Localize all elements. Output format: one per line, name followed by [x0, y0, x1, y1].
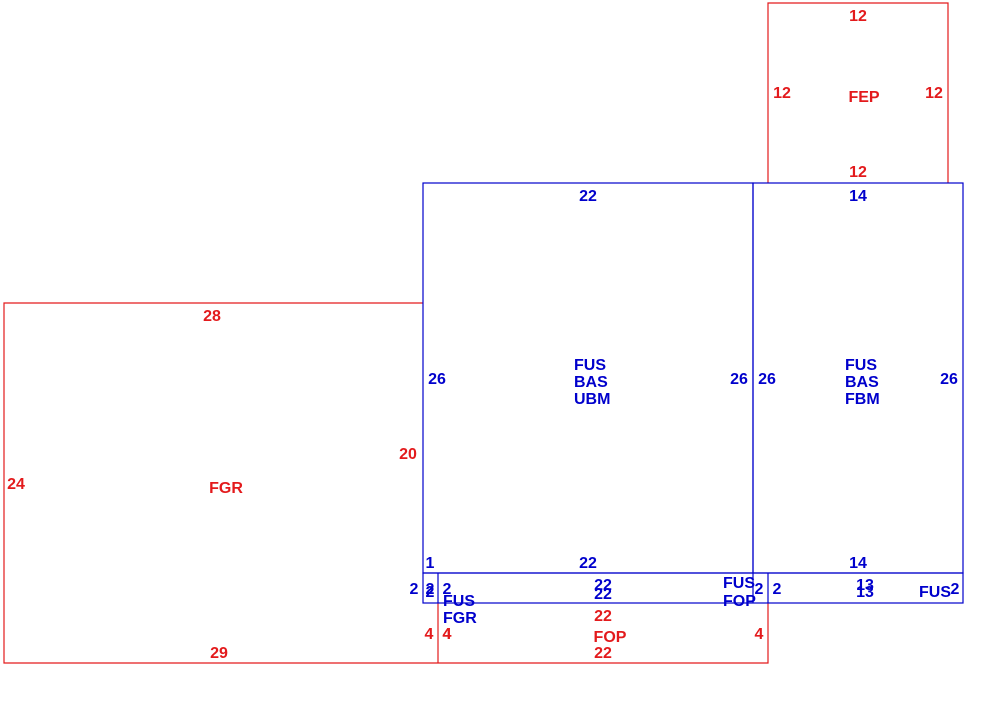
strip-left-dim-inner-b: 2	[443, 581, 452, 598]
strip-right-dim-top: 13	[856, 577, 874, 594]
fgr-small-dim-tiny: 2	[426, 584, 435, 601]
main-left-dim-corner: 1	[426, 555, 435, 572]
fgr-dim-top: 28	[203, 308, 221, 325]
fgr-small-code-1: FUS	[443, 593, 475, 610]
strip-left-code-1: FUS	[723, 575, 755, 592]
strip-right-dim-bottom: 13	[856, 584, 874, 601]
fop-code: FOP	[594, 629, 627, 646]
fep-code: FEP	[848, 89, 879, 106]
main-left-dim-bottom: 22	[579, 555, 597, 572]
area-fep	[767, 2, 949, 183]
strip-left-dim-bottom: 22	[594, 586, 612, 603]
main-right-code-3: FBM	[845, 391, 880, 408]
strip-left-dim-inner-a: 2	[426, 581, 435, 598]
fop-dim-bottom: 22	[594, 645, 612, 662]
main-left-code-1: FUS	[574, 357, 606, 374]
fep-outline	[767, 2, 949, 183]
strip-left-code-2: FOP	[723, 593, 756, 610]
fgr-outline	[3, 302, 769, 664]
strip-left-dim-end: 2	[755, 581, 764, 598]
fgr-dim-bottom: 29	[210, 645, 228, 662]
fop-dim-right: 4	[755, 626, 764, 643]
main-right-dim-bottom: 14	[849, 555, 867, 572]
main-left-code-3: UBM	[574, 391, 610, 408]
fep-dim-left: 12	[773, 85, 791, 102]
fep-dim-bottom: 12	[849, 164, 867, 181]
strip-right-dim-right: 2	[951, 581, 960, 598]
main-right-dim-right: 26	[940, 371, 958, 388]
main-left-dim-left: 26	[428, 371, 446, 388]
area-strip	[422, 572, 964, 604]
fgr-small-dim-left: 4	[425, 626, 434, 643]
strip-right-dim-left: 2	[773, 581, 782, 598]
main-right-code-2: BAS	[845, 374, 879, 391]
fgr-small-dim-right: 4	[443, 626, 452, 643]
fgr-small-code-2: FGR	[443, 610, 477, 627]
main-right-dim-top: 14	[849, 188, 867, 205]
fop-dim-top: 22	[594, 608, 612, 625]
area-fgr	[3, 302, 769, 664]
fgr-code: FGR	[209, 480, 243, 497]
main-right-dim-left: 26	[758, 371, 776, 388]
strip-left-dim-outer: 2	[410, 581, 419, 598]
fep-dim-top: 12	[849, 8, 867, 25]
main-left-code-2: BAS	[574, 374, 608, 391]
fep-dim-right: 12	[925, 85, 943, 102]
main-left-dim-right: 26	[730, 371, 748, 388]
main-right-code-1: FUS	[845, 357, 877, 374]
fgr-dim-left: 24	[7, 476, 25, 493]
strip-outline	[422, 572, 964, 604]
strip-left-dim-top: 22	[594, 577, 612, 594]
strip-right-code: FUS	[919, 584, 951, 601]
fgr-dim-right: 20	[399, 446, 417, 463]
main-left-dim-top: 22	[579, 188, 597, 205]
fop-dim-left: 4	[443, 626, 452, 643]
